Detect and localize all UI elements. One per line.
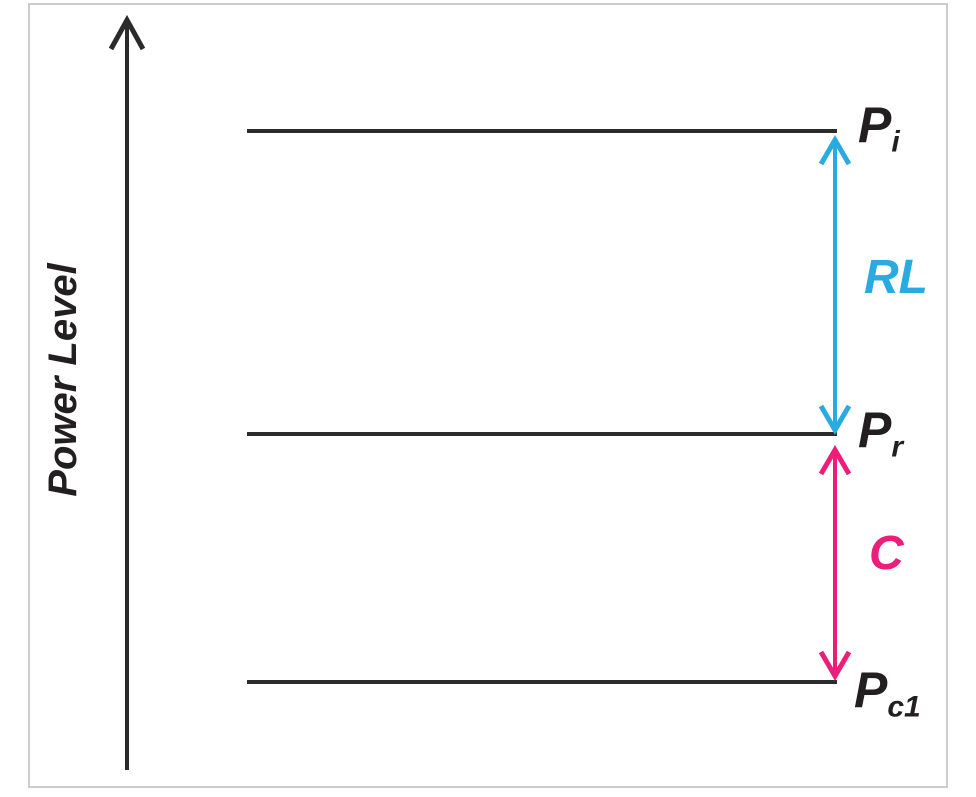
level-line-pc1 bbox=[247, 680, 837, 684]
return-loss-label: RL bbox=[864, 251, 928, 304]
arrowhead-down-icon bbox=[818, 650, 852, 681]
axis-label-power-level: Power Level bbox=[41, 263, 85, 497]
level-symbol: P bbox=[858, 402, 892, 458]
level-label-pc1: Pc1 bbox=[854, 665, 921, 723]
coupling-arrow bbox=[818, 445, 852, 681]
level-subscript: r bbox=[891, 430, 904, 464]
level-symbol: P bbox=[854, 662, 888, 718]
coupling-label: C bbox=[869, 527, 904, 580]
level-line-pr bbox=[247, 432, 837, 436]
arrowhead-up-icon bbox=[818, 135, 852, 166]
arrowhead-up-icon bbox=[108, 14, 146, 51]
return-loss-arrow bbox=[818, 135, 852, 435]
arrowhead-down-icon bbox=[818, 404, 852, 435]
level-label-pr: Pr bbox=[858, 405, 903, 463]
level-symbol: P bbox=[858, 97, 892, 153]
level-line-pi bbox=[247, 129, 837, 133]
level-subscript: i bbox=[891, 125, 900, 159]
power-axis-arrow bbox=[108, 14, 146, 770]
level-label-pi: Pi bbox=[858, 100, 900, 158]
diagram-canvas-frame bbox=[28, 3, 948, 788]
arrowhead-up-icon bbox=[818, 445, 852, 476]
level-subscript: c1 bbox=[887, 690, 921, 724]
